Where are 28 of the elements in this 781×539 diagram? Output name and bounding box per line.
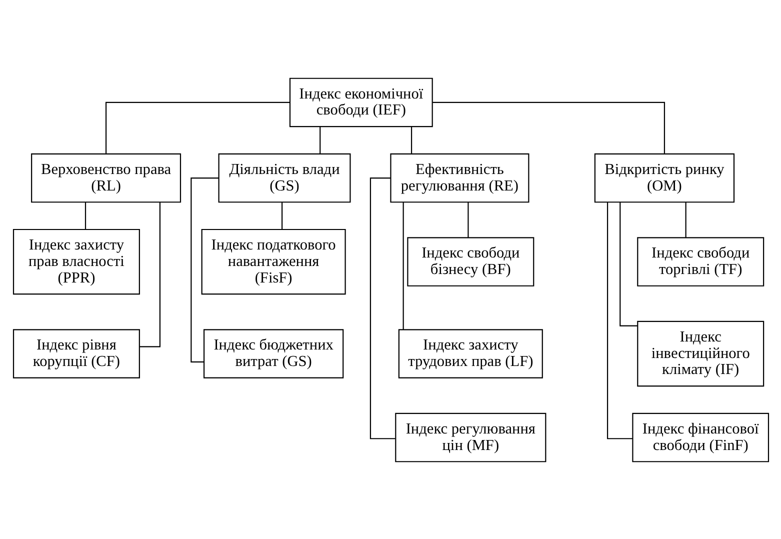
node-box: Індекс свободи бізнесу (BF)	[406, 236, 534, 286]
connector	[432, 101, 665, 154]
connector	[467, 202, 468, 238]
connector	[319, 126, 320, 154]
node-box: Індекс регулювання цін (MF)	[394, 412, 546, 462]
connector	[281, 202, 282, 229]
node-box: Діяльність влади (GS)	[218, 152, 350, 202]
node-box: Верховенство права (RL)	[30, 152, 181, 202]
connector	[369, 176, 395, 439]
connector	[619, 202, 638, 326]
node-box: Індекс економічної свободи (IEF)	[288, 77, 432, 127]
connector	[139, 202, 160, 347]
node-box: Індекс захисту трудових прав (LF)	[398, 328, 542, 378]
node-box: Індекс інвестиційного клімату (IF)	[636, 320, 764, 386]
node-box: Індекс свободи торгівлі (TF)	[636, 236, 764, 286]
connector	[684, 202, 686, 238]
node-box: Індекс рівня корупції (CF)	[12, 328, 140, 378]
node-box: Ефективність регулювання (RE)	[390, 152, 529, 202]
connector	[606, 202, 632, 439]
node-box: Відкритість ринку (OM)	[594, 152, 734, 202]
node-box: Індекс бюджетних витрат (GS)	[202, 328, 344, 378]
connector	[410, 126, 412, 154]
connector	[402, 202, 404, 330]
connector	[104, 101, 290, 154]
connector	[84, 202, 86, 229]
node-box: Індекс захисту прав власності (PPR)	[12, 228, 140, 294]
node-box: Індекс податкового навантаження (FisF)	[200, 228, 346, 294]
node-box: Індекс фінансової свободи (FinF)	[632, 412, 769, 462]
